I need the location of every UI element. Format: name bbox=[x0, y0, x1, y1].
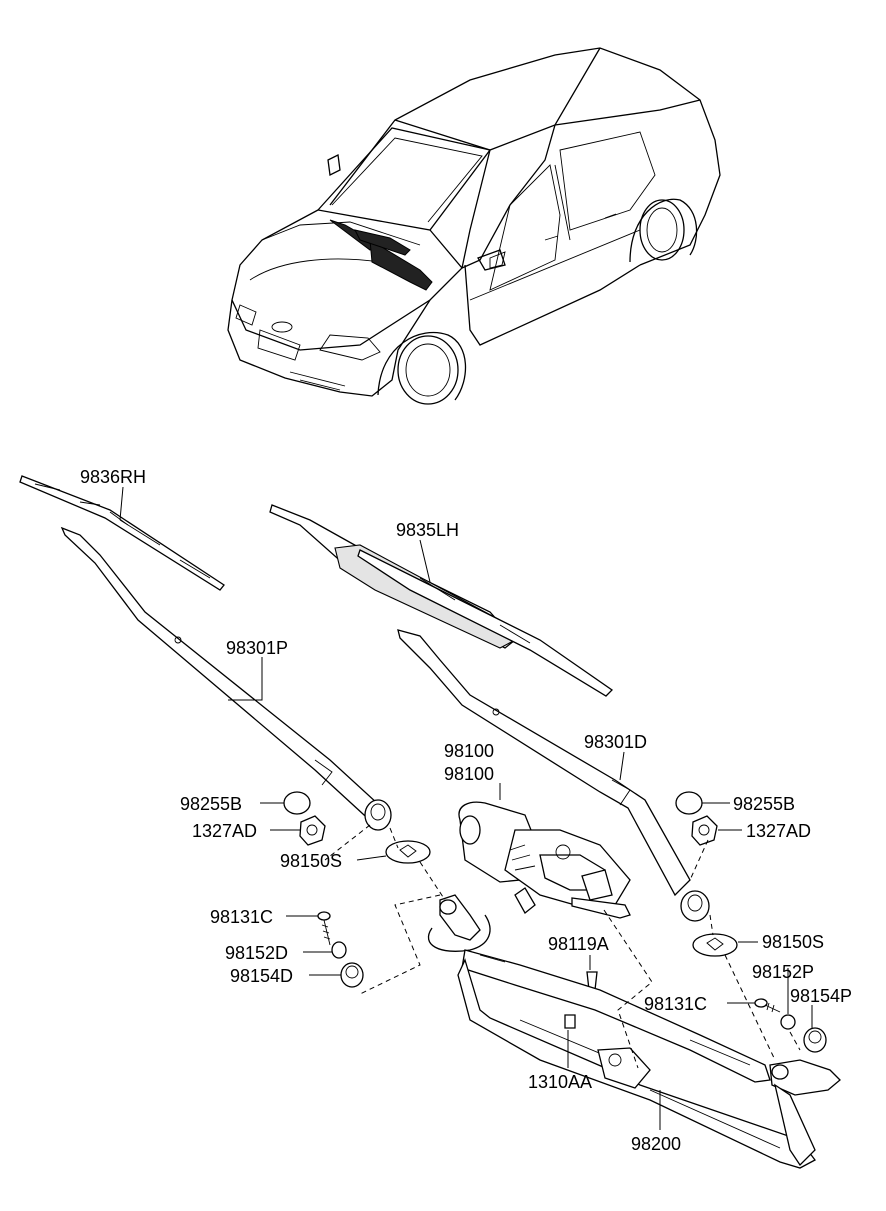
label-bushing-left-d: 98152D bbox=[225, 943, 288, 963]
label-linkage: 98200 bbox=[631, 1134, 681, 1154]
label-bushing-right-p: 98152P bbox=[752, 962, 814, 982]
label-rh-arm: 98301P bbox=[226, 638, 288, 658]
label-cap-left: 98255B bbox=[180, 794, 242, 814]
label-bushing-left-e: 98154D bbox=[230, 966, 293, 986]
label-motor-1: 98100 bbox=[444, 741, 494, 761]
label-cap-right: 98255B bbox=[733, 794, 795, 814]
fasteners bbox=[283, 791, 827, 1053]
lh-wiper-blade bbox=[269, 504, 614, 697]
rh-wiper-arm bbox=[60, 526, 392, 831]
lh-wiper-arm bbox=[397, 629, 710, 922]
wiper-motor bbox=[458, 801, 631, 919]
label-washer-right: 98150S bbox=[762, 932, 824, 952]
label-bolt-linkage: 1310AA bbox=[528, 1072, 592, 1092]
label-motor-2: 98100 bbox=[444, 764, 494, 784]
label-nozzle: 98119A bbox=[548, 934, 609, 954]
label-bolt-right: 98131C bbox=[644, 994, 707, 1014]
car-illustration bbox=[227, 47, 721, 405]
label-nut-left: 1327AD bbox=[192, 821, 257, 841]
assembly-dashed-lines bbox=[324, 824, 801, 1069]
label-rh-blade: 9836RH bbox=[80, 467, 146, 487]
label-washer-left: 98150S bbox=[280, 851, 342, 871]
rh-wiper-blade bbox=[19, 475, 225, 591]
label-bushing-right-q: 98154P bbox=[790, 986, 852, 1006]
label-lh-arm: 98301D bbox=[584, 732, 647, 752]
part-labels: 9836RH 9835LH 98301P 98100 98100 98301D … bbox=[80, 467, 852, 1154]
wiper-linkage bbox=[427, 894, 841, 1169]
label-bolt-left: 98131C bbox=[210, 907, 273, 927]
leader-lines bbox=[119, 486, 813, 1130]
label-lh-blade: 9835LH bbox=[396, 520, 459, 540]
label-nut-right: 1327AD bbox=[746, 821, 811, 841]
